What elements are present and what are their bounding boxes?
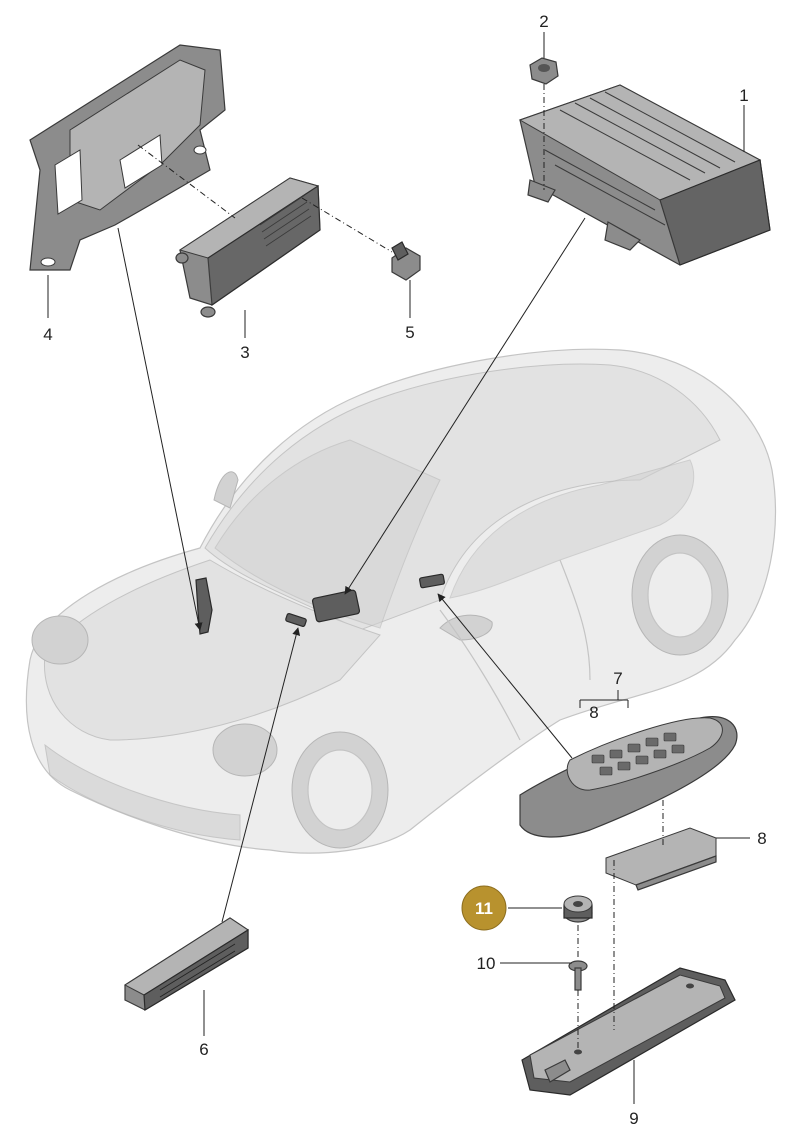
callout-numbers: 2 1 4 3 5 7 8 8 10 6 9 [43, 12, 766, 1128]
part-2-nut [529, 57, 559, 85]
part-5-bolt [391, 241, 421, 281]
callout-5: 5 [405, 323, 414, 342]
car-illustration [25, 348, 776, 854]
callout-8-side: 8 [757, 829, 766, 848]
part-1-control-unit [518, 84, 771, 266]
part-9-holder [521, 967, 736, 1096]
part-8-cover [605, 827, 717, 891]
location-arrows [117, 217, 586, 923]
callout-4: 4 [43, 325, 52, 344]
callout-3: 3 [240, 343, 249, 362]
callout-1: 1 [739, 86, 748, 105]
part-6-antenna-module [124, 917, 249, 1012]
part-10-screw [568, 960, 588, 991]
callout-10: 10 [477, 954, 496, 973]
installed-modules [195, 573, 445, 635]
callout-11-badge[interactable]: 11 [461, 885, 507, 931]
part-3-module [175, 177, 321, 318]
callout-7: 7 [613, 669, 622, 688]
part-4-bracket [29, 44, 226, 271]
callout-6: 6 [199, 1040, 208, 1059]
callout-2: 2 [539, 12, 548, 31]
callout-11: 11 [475, 899, 493, 918]
part-7-remote [519, 716, 738, 838]
part-11-grommet [563, 895, 593, 923]
callout-8-top: 8 [589, 703, 598, 722]
assembly-lines [137, 84, 664, 1050]
callout-9: 9 [629, 1109, 638, 1128]
callout-leaders [47, 32, 750, 1104]
